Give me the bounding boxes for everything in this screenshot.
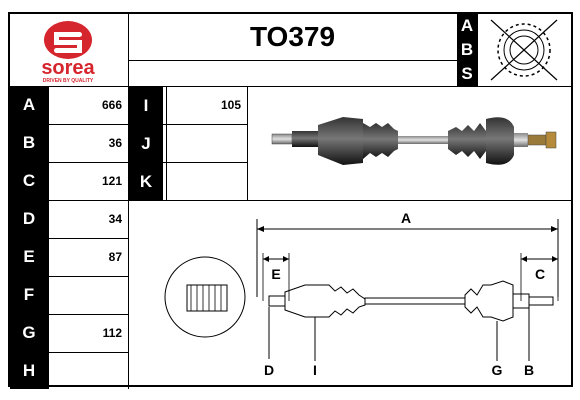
dim-label-e: E [271, 266, 280, 282]
row-value-g: 112 [102, 326, 122, 340]
diagram-cell: A E C [129, 201, 571, 389]
drive-shaft-photo [271, 117, 557, 165]
row-letter-i: I [129, 87, 163, 124]
row-value-e: 87 [108, 250, 122, 264]
logo-cell: sorea DRIVEN BY QUALITY [10, 14, 128, 86]
row-letter-a: A [10, 86, 48, 124]
sorea-logo: sorea DRIVEN BY QUALITY [41, 21, 96, 84]
spec-sheet: sorea DRIVEN BY QUALITY TO379 A B S A 66… [8, 12, 573, 389]
corner-letter-s: S [457, 62, 477, 86]
corner-letter-b: B [457, 38, 477, 62]
logo-wordmark: sorea [41, 57, 95, 79]
row-value-j [166, 124, 247, 162]
row-value-b: 36 [108, 136, 122, 150]
row-letter-h: H [10, 352, 48, 389]
row-value-i: 105 [220, 98, 241, 112]
row-value-a: 666 [101, 98, 122, 112]
abs-ring-crossed-icon [490, 19, 558, 81]
row-letter-k: K [129, 163, 163, 200]
row-letter-g: G [10, 314, 48, 352]
row-letter-d: D [10, 200, 48, 238]
row-value-h [48, 352, 128, 389]
logo-bar-mid [54, 40, 82, 45]
drive-shaft-diagram: A E C [164, 210, 559, 378]
part-label-d: D [264, 362, 274, 378]
row-letter-e: E [10, 238, 48, 276]
logo-tagline: DRIVEN BY QUALITY [43, 78, 94, 84]
title-cell: TO379 [128, 14, 457, 60]
row-value-d: 34 [108, 212, 122, 226]
row-value-c: 121 [101, 174, 122, 188]
logo-bar-bottom [54, 48, 82, 53]
logo-bar-top [54, 32, 82, 37]
dim-label-c: C [535, 266, 545, 282]
part-label-g: G [492, 362, 503, 378]
row-letter-f: F [10, 276, 48, 314]
logo-bar-left [54, 32, 59, 45]
abs-cell [477, 14, 571, 86]
row-letter-c: C [10, 162, 48, 200]
part-label-b: B [524, 362, 534, 378]
logo-bar-right [77, 40, 82, 53]
row-letter-b: B [10, 124, 48, 162]
dim-label-a: A [401, 210, 411, 226]
product-photo-cell [248, 87, 571, 200]
row-value-k [166, 162, 247, 200]
part-label-i: I [313, 362, 317, 378]
spline-detail-circle [164, 256, 246, 338]
part-number: TO379 [249, 21, 336, 52]
row-value-f [48, 276, 128, 314]
corner-letter-a: A [457, 14, 477, 38]
row-letter-j: J [129, 125, 163, 162]
